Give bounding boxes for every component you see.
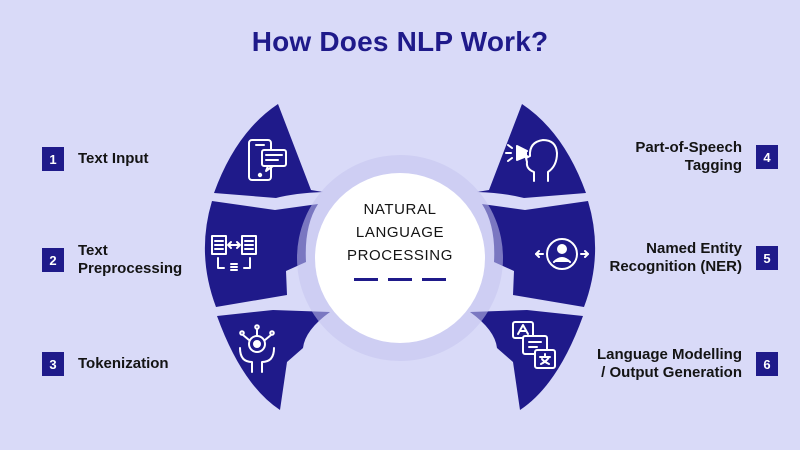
center-line-language: LANGUAGE (355, 224, 445, 241)
smartphone-message-icon (248, 139, 287, 181)
step-label-line: Tokenization (78, 355, 169, 372)
step-label-line: Preprocessing (78, 260, 183, 277)
step-4-part-of-speech-tagging: Part-of-Speech Tagging 4 (560, 139, 778, 175)
step-3-tokenization: 3 Tokenization (42, 352, 169, 376)
page-title: How Does NLP Work? (251, 26, 549, 57)
step-label-line: Recognition (NER) (609, 258, 743, 275)
step-label-line: / Output Generation (601, 364, 742, 381)
documents-exchange-icon (211, 235, 257, 271)
step-label-line: Named Entity (646, 240, 742, 257)
step-number-badge: 2 (42, 248, 64, 272)
step-2-text-preprocessing: 2 Text Preprocessing (42, 242, 182, 278)
step-label: Language Modelling / Output Generation (597, 346, 742, 382)
step-label-line: Language Modelling (597, 346, 742, 363)
center-label: NATURAL LANGUAGE PROCESSING (318, 198, 482, 267)
step-label-line: Text Input (78, 150, 149, 167)
step-label-line: Tagging (684, 157, 742, 174)
step-1-text-input: 1 Text Input (42, 147, 149, 171)
step-label: Part-of-Speech Tagging (635, 139, 742, 175)
petal-part-of-speech (477, 104, 586, 198)
center-dashes (354, 278, 446, 282)
step-5-named-entity-recognition: Named Entity Recognition (NER) 5 (560, 240, 778, 276)
dash (354, 278, 378, 281)
step-label: Text Preprocessing (78, 242, 182, 278)
step-label-line: Part-of-Speech (635, 139, 742, 156)
petal-tokenization (217, 310, 330, 410)
step-number-badge: 1 (42, 147, 64, 171)
dash (422, 278, 446, 281)
dash (388, 278, 412, 281)
step-label-line: Text (78, 242, 108, 259)
ai-brain-hands-icon (239, 324, 275, 373)
center-line-processing: PROCESSING (346, 247, 454, 264)
step-number-badge: 5 (756, 246, 778, 270)
step-label: Tokenization (78, 355, 169, 373)
step-label: Text Input (78, 150, 149, 168)
center-circle (315, 173, 485, 343)
step-number-badge: 3 (42, 352, 64, 376)
petal-text-preprocessing (204, 201, 318, 307)
translation-bubbles-icon (512, 321, 556, 369)
petal-language-modelling (470, 310, 583, 410)
center-line-natural: NATURAL (363, 201, 437, 218)
step-number-badge: 6 (756, 352, 778, 376)
person-target-icon (535, 238, 589, 270)
speaking-head-megaphone-icon (505, 139, 558, 182)
step-number-badge: 4 (756, 145, 778, 169)
step-6-language-modelling: Language Modelling / Output Generation 6 (540, 346, 778, 382)
step-label: Named Entity Recognition (NER) (610, 240, 743, 276)
